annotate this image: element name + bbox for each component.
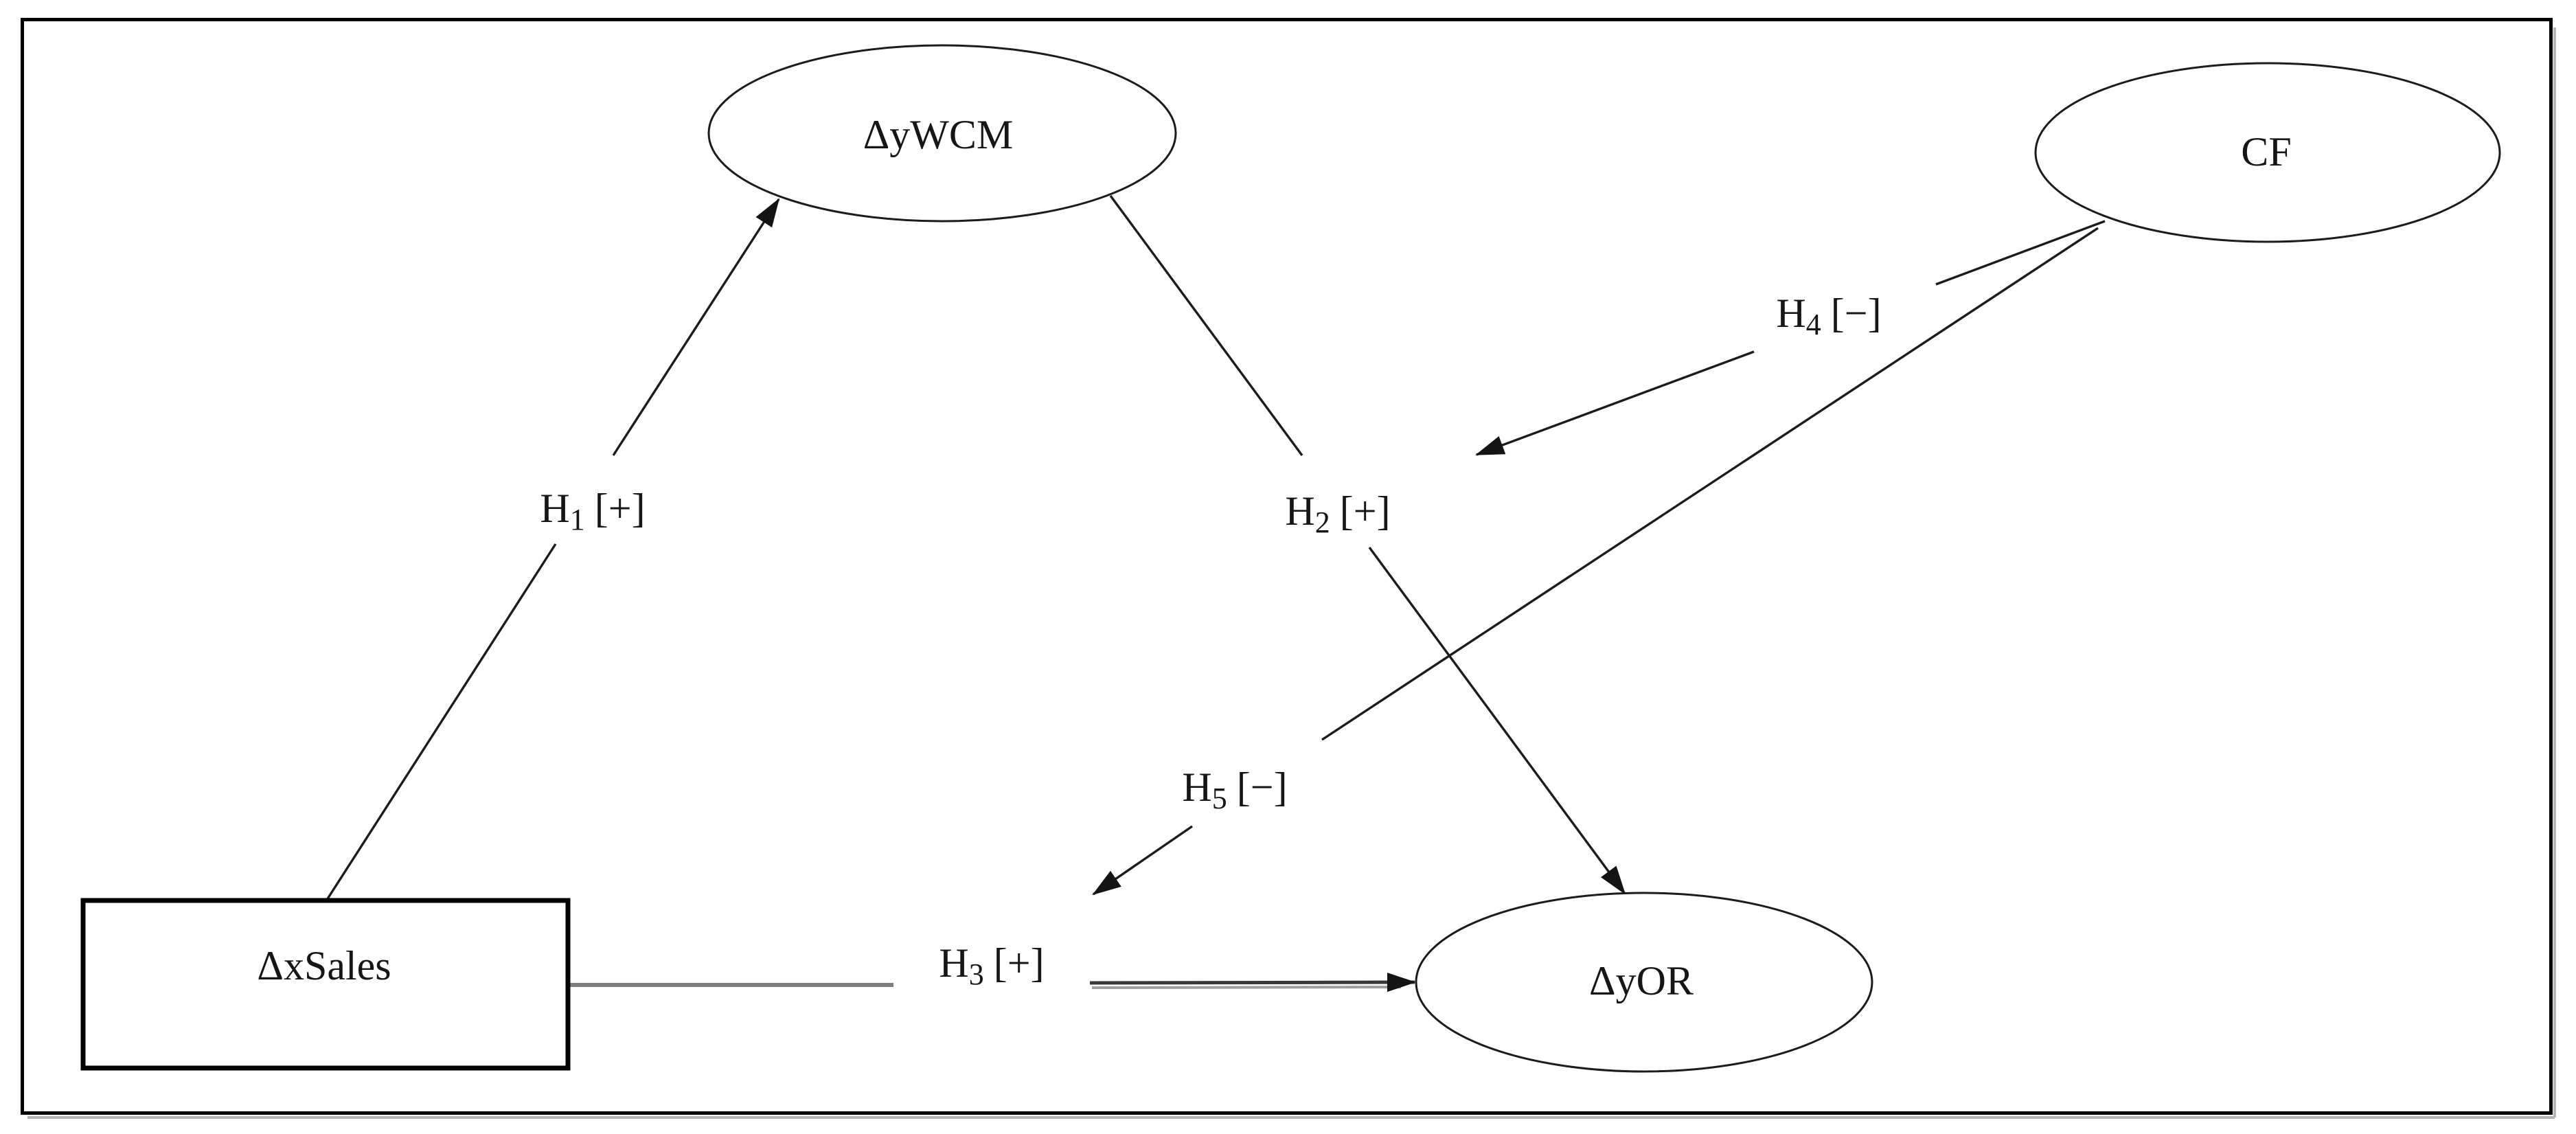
node-dyor-label: ΔyOR <box>1589 958 1694 1003</box>
edge-h2-arrow-line <box>1368 546 1626 895</box>
h1-label: H1[+] <box>540 486 645 536</box>
h5-label: H5[−] <box>1182 764 1287 815</box>
h2-label: H2[+] <box>1285 488 1390 539</box>
edge-h1-segment <box>326 543 557 900</box>
edge-h2-segment <box>1109 194 1303 457</box>
node-dywcm-ellipse <box>707 44 1177 223</box>
edge-h1-arrow-line <box>612 198 780 456</box>
node-cf-ellipse <box>2034 62 2501 243</box>
edge-h4-arrow-line <box>1475 350 1755 456</box>
h3-label: H3[+] <box>939 940 1044 991</box>
node-cf-label: CF <box>2241 129 2291 174</box>
node-dyor-ellipse <box>1415 892 1873 1073</box>
edge-h4-segment <box>1935 220 2106 286</box>
h4-label: H4[−] <box>1776 291 1881 341</box>
edge-h5-arrow-line <box>1092 825 1193 896</box>
edge-h3-shadow-line <box>1091 986 1402 989</box>
figure-frame <box>21 18 2553 1115</box>
edge-h5-segment <box>1321 227 2099 741</box>
node-dxsales-label: ΔxSales <box>257 943 391 988</box>
edge-h3-arrow-line <box>1089 973 1416 993</box>
frame-shadow <box>27 27 2556 1119</box>
node-dxsales-rect <box>80 898 571 1071</box>
node-dywcm-label: ΔyWCM <box>863 112 1014 157</box>
